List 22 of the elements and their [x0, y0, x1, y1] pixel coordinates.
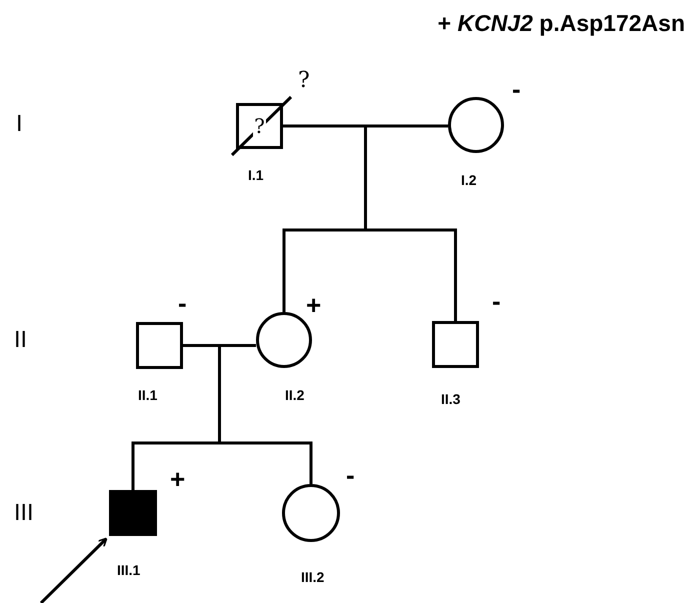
individual-id: II.1	[138, 388, 158, 402]
proband-arrow	[40, 538, 108, 603]
pedigree-line	[282, 124, 457, 322]
genotype-sign: +	[170, 466, 186, 492]
pedigree-line	[132, 344, 312, 492]
generation-label: I	[16, 114, 22, 136]
generation-label: II	[14, 330, 27, 352]
unknown-status-mark: ?	[253, 115, 266, 137]
genotype-sign: -	[512, 76, 521, 102]
title: + KCNJ2 p.Asp172Asn	[438, 10, 685, 37]
individual-id: II.2	[285, 388, 304, 402]
generation-label: III	[14, 503, 34, 525]
genotype-sign: -	[346, 462, 355, 488]
individual-id: III.1	[117, 563, 140, 577]
individual-id: II.3	[441, 392, 460, 406]
genotype-sign: +	[306, 292, 322, 318]
unknown-status-mark: ?	[298, 70, 310, 92]
individual-id: I.1	[248, 168, 264, 182]
genotype-sign: -	[178, 290, 187, 316]
individual-id: I.2	[461, 173, 477, 187]
genotype-sign: -	[492, 288, 501, 314]
individual-id: III.2	[301, 570, 324, 584]
